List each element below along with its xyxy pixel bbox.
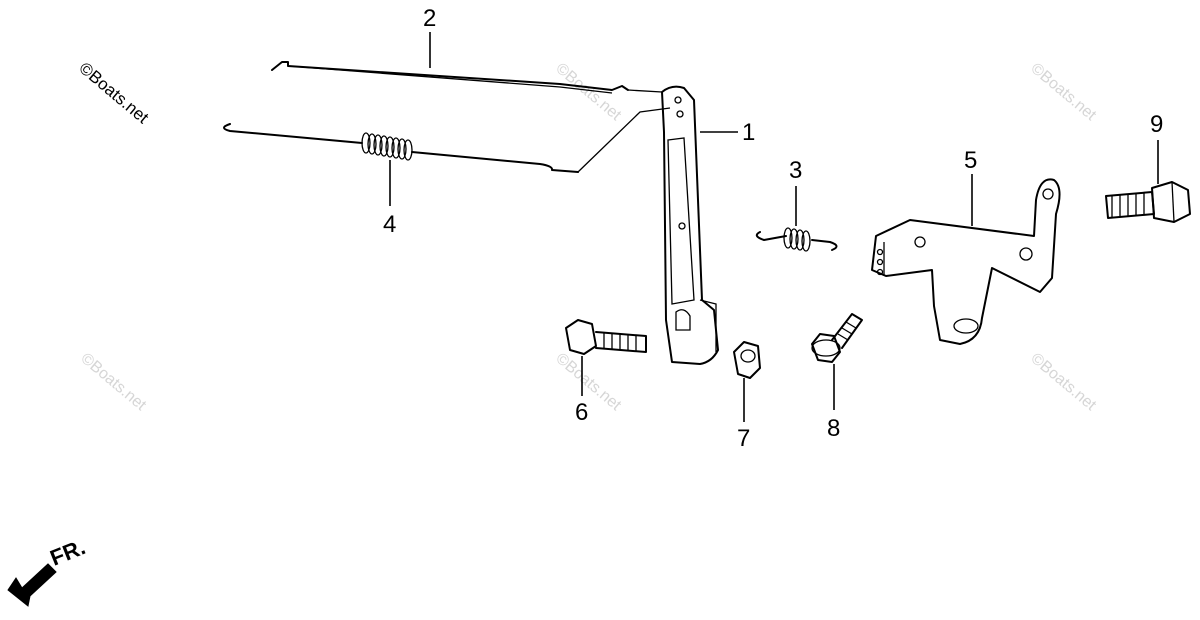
watermark-faint: ©Boats.net xyxy=(1027,350,1099,414)
watermark-faint: ©Boats.net xyxy=(1027,60,1099,124)
callout-3: 3 xyxy=(789,157,802,184)
watermark-faint: ©Boats.net xyxy=(77,350,149,414)
part-1-lever: 1 xyxy=(661,85,755,365)
part-3-spring: 3 xyxy=(755,157,838,252)
part-8-bolt: 8 xyxy=(811,313,863,442)
callout-5: 5 xyxy=(964,147,977,174)
watermark-main: ©Boats.net xyxy=(75,59,152,128)
callout-7: 7 xyxy=(737,425,750,452)
part-4-spring: 4 xyxy=(223,123,579,238)
spring-coils xyxy=(361,132,413,161)
callout-9: 9 xyxy=(1150,111,1163,138)
watermark-faint: ©Boats.net xyxy=(552,350,624,414)
part-2-rod: 2 xyxy=(271,5,629,94)
watermark-group: ©Boats.net ©Boats.net ©Boats.net ©Boats.… xyxy=(75,59,1099,415)
front-direction-indicator: FR. xyxy=(7,534,89,607)
front-label: FR. xyxy=(47,534,89,570)
callout-8: 8 xyxy=(827,415,840,442)
watermark-faint: ©Boats.net xyxy=(552,60,624,124)
part-6-bolt: 6 xyxy=(565,319,647,426)
part-9-bolt: 9 xyxy=(1105,111,1191,223)
part-5-bracket: 5 xyxy=(871,147,1061,345)
linkage-lines xyxy=(577,89,671,173)
callout-1: 1 xyxy=(742,119,755,146)
front-arrow-icon xyxy=(7,563,57,607)
callout-6: 6 xyxy=(575,399,588,426)
callout-4: 4 xyxy=(383,211,396,238)
part-7-nut: 7 xyxy=(733,341,761,452)
callout-2: 2 xyxy=(423,5,436,32)
